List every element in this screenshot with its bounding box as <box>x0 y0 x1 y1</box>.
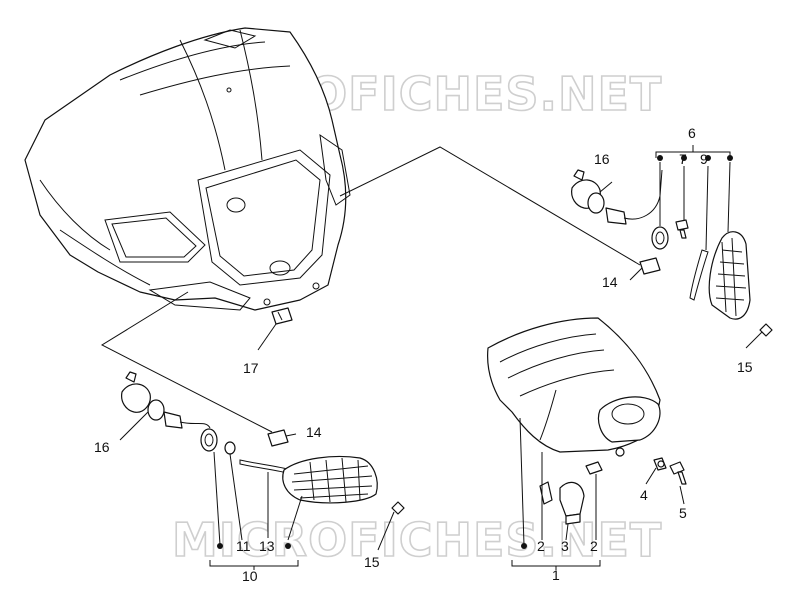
callout-3: 3 <box>561 538 569 554</box>
callout-11: 11 <box>236 538 251 554</box>
callout-16-upper: 16 <box>594 151 610 167</box>
callout-13: 13 <box>259 538 275 554</box>
callout-2-a: 2 <box>537 538 545 554</box>
front-body-shield <box>24 27 351 311</box>
callout-15-lower: 15 <box>364 554 380 570</box>
callout-10: 10 <box>242 568 258 584</box>
callout-7: 7 <box>679 151 687 167</box>
callout-16-lower: 16 <box>94 439 110 455</box>
callout-6: 6 <box>688 125 696 141</box>
callout-labels: 6 7 9 16 14 15 17 16 14 11 13 10 15 2 3 … <box>94 125 753 584</box>
right-indicator-assembly <box>571 169 773 337</box>
callout-2-b: 2 <box>590 538 598 554</box>
callout-5: 5 <box>679 505 687 521</box>
callout-14-lower: 14 <box>306 424 322 440</box>
callout-15-upper: 15 <box>737 359 753 375</box>
left-indicator-assembly <box>121 371 405 515</box>
clip-nut-part-17 <box>271 307 293 325</box>
callout-4: 4 <box>640 487 648 503</box>
callout-1: 1 <box>552 567 560 583</box>
leader-dots <box>217 155 733 549</box>
callout-14-upper: 14 <box>602 274 618 290</box>
callout-17: 17 <box>243 360 259 376</box>
reference-lines <box>100 146 641 433</box>
callout-9: 9 <box>700 151 708 167</box>
leader-lines <box>119 145 763 570</box>
tail-light-assembly <box>487 317 687 525</box>
